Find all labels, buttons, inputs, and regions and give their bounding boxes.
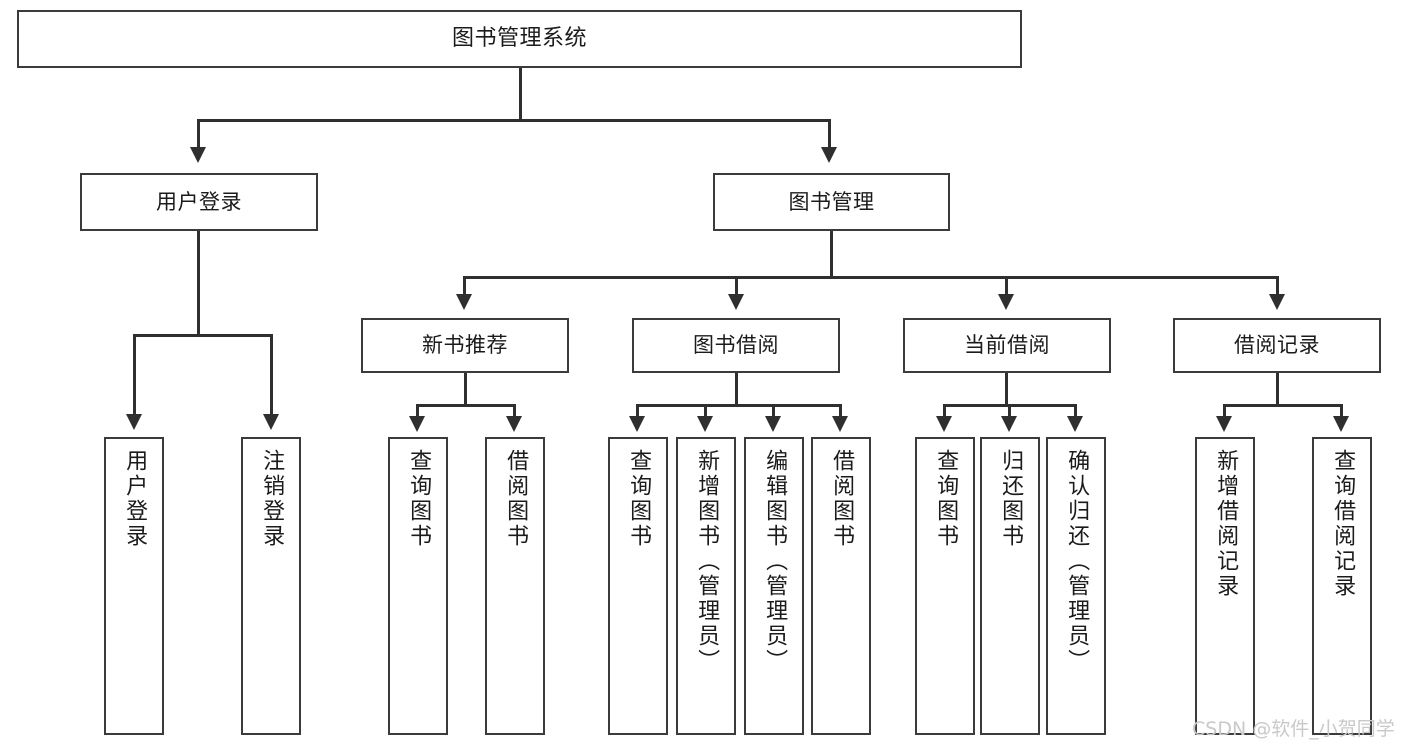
node-label: 图书管理 xyxy=(788,189,875,214)
node-label: 借阅记录 xyxy=(1234,333,1320,358)
arrowhead-new-book-leaf-0 xyxy=(409,416,425,432)
connector-new-book-bar xyxy=(416,404,516,407)
arrowhead-current-borrow-leaf-2 xyxy=(1067,416,1083,432)
leaf-label: 查询图书 xyxy=(933,449,959,549)
node-label: 图书借阅 xyxy=(693,333,779,358)
arrowhead-borrow-record-leaf-1 xyxy=(1333,416,1349,432)
arrowhead-bm-to-current-borrow xyxy=(998,294,1014,310)
arrowhead-new-book-leaf-1 xyxy=(506,416,522,432)
connector-book-borrow-leaf-3 xyxy=(839,404,842,418)
node-book-management[interactable]: 图书管理 xyxy=(713,173,950,231)
connector-root-bar xyxy=(197,119,831,122)
leaf-label: 归还图书 xyxy=(998,449,1024,549)
node-borrow-record[interactable]: 借阅记录 xyxy=(1173,318,1381,373)
arrowhead-root-to-book-management xyxy=(821,147,837,163)
node-user-login[interactable]: 用户登录 xyxy=(80,173,318,231)
node-book-management-system[interactable]: 图书管理系统 xyxy=(17,10,1022,68)
node-label: 用户登录 xyxy=(156,189,242,214)
connector-borrow-record-leaf-0 xyxy=(1223,404,1226,418)
connector-new-book-trunk xyxy=(464,373,467,406)
connector-borrow-record-leaf-1 xyxy=(1340,404,1343,418)
leaf-label: 新增借阅记录 xyxy=(1213,449,1239,599)
leaf-query-book-recommend[interactable]: 查询图书 xyxy=(388,437,448,735)
leaf-query-book-current[interactable]: 查询图书 xyxy=(915,437,975,735)
leaf-label: 新增图书（管理员） xyxy=(694,449,720,674)
connector-new-book-leaf-0 xyxy=(416,404,419,418)
leaf-label: 查询图书 xyxy=(406,449,432,549)
node-book-borrow[interactable]: 图书借阅 xyxy=(632,318,840,373)
leaf-label: 查询图书 xyxy=(626,449,652,549)
leaf-return-book[interactable]: 归还图书 xyxy=(980,437,1040,735)
connector-current-borrow-leaf-0 xyxy=(943,404,946,418)
connector-root-to-user-login xyxy=(197,119,200,149)
leaf-logout-login[interactable]: 注销登录 xyxy=(241,437,301,735)
connector-borrow-record-bar xyxy=(1223,404,1342,407)
leaf-label: 注销登录 xyxy=(259,449,285,549)
connector-bm-to-book-borrow xyxy=(735,276,738,296)
arrowhead-current-borrow-leaf-0 xyxy=(936,416,952,432)
leaf-label: 编辑图书（管理员） xyxy=(762,449,788,674)
node-current-borrow[interactable]: 当前借阅 xyxy=(903,318,1111,373)
leaf-label: 借阅图书 xyxy=(829,449,855,549)
leaf-user-login[interactable]: 用户登录 xyxy=(104,437,164,735)
arrowhead-user-login-leaf-1 xyxy=(263,414,279,430)
arrowhead-bm-to-new-book xyxy=(456,294,472,310)
arrowhead-book-borrow-leaf-3 xyxy=(832,416,848,432)
csdn-watermark: CSDN @软件_小贺同学 xyxy=(1192,718,1395,740)
leaf-add-borrow-record[interactable]: 新增借阅记录 xyxy=(1195,437,1255,735)
connector-bm-to-borrow-record xyxy=(1276,276,1279,296)
node-new-book-recommend[interactable]: 新书推荐 xyxy=(361,318,569,373)
leaf-add-book-admin[interactable]: 新增图书（管理员） xyxy=(676,437,736,735)
leaf-query-book-borrow[interactable]: 查询图书 xyxy=(608,437,668,735)
leaf-confirm-return-admin[interactable]: 确认归还（管理员） xyxy=(1046,437,1106,735)
connector-bm-to-current-borrow xyxy=(1005,276,1008,296)
leaf-borrow-book[interactable]: 借阅图书 xyxy=(811,437,871,735)
connector-user-login-trunk xyxy=(197,231,200,336)
connector-user-login-to-leaf-1 xyxy=(270,334,273,416)
arrowhead-bm-to-book-borrow xyxy=(728,294,744,310)
arrowhead-book-borrow-leaf-2 xyxy=(765,416,781,432)
connector-current-borrow-trunk xyxy=(1005,373,1008,406)
connector-book-management-bar xyxy=(463,276,1279,279)
arrowhead-user-login-leaf-0 xyxy=(126,414,142,430)
connector-user-login-bar xyxy=(133,334,273,337)
connector-book-borrow-leaf-2 xyxy=(772,404,775,418)
leaf-label: 查询借阅记录 xyxy=(1330,449,1356,599)
arrowhead-bm-to-borrow-record xyxy=(1269,294,1285,310)
connector-current-borrow-leaf-1 xyxy=(1008,404,1011,418)
leaf-label: 用户登录 xyxy=(122,449,148,549)
leaf-borrow-book-recommend[interactable]: 借阅图书 xyxy=(485,437,545,735)
leaf-label: 借阅图书 xyxy=(503,449,529,549)
leaf-edit-book-admin[interactable]: 编辑图书（管理员） xyxy=(744,437,804,735)
connector-user-login-to-leaf-0 xyxy=(133,334,136,416)
connector-book-management-trunk xyxy=(830,231,833,278)
connector-root-trunk xyxy=(519,68,522,120)
arrowhead-current-borrow-leaf-1 xyxy=(1001,416,1017,432)
connector-new-book-leaf-1 xyxy=(513,404,516,418)
connector-bm-to-new-book xyxy=(463,276,466,296)
connector-book-borrow-trunk xyxy=(735,373,738,406)
connector-book-borrow-leaf-1 xyxy=(704,404,707,418)
node-label: 图书管理系统 xyxy=(451,26,587,52)
connector-root-to-book-management xyxy=(828,119,831,149)
node-label: 当前借阅 xyxy=(964,333,1050,358)
connector-book-borrow-leaf-0 xyxy=(636,404,639,418)
connector-book-borrow-bar xyxy=(636,404,842,407)
connector-current-borrow-leaf-2 xyxy=(1074,404,1077,418)
node-label: 新书推荐 xyxy=(422,333,508,358)
leaf-label: 确认归还（管理员） xyxy=(1064,449,1090,674)
leaf-query-borrow-record[interactable]: 查询借阅记录 xyxy=(1312,437,1372,735)
arrowhead-book-borrow-leaf-1 xyxy=(697,416,713,432)
arrowhead-book-borrow-leaf-0 xyxy=(629,416,645,432)
arrowhead-root-to-user-login xyxy=(190,147,206,163)
connector-borrow-record-trunk xyxy=(1276,373,1279,406)
arrowhead-borrow-record-leaf-0 xyxy=(1216,416,1232,432)
